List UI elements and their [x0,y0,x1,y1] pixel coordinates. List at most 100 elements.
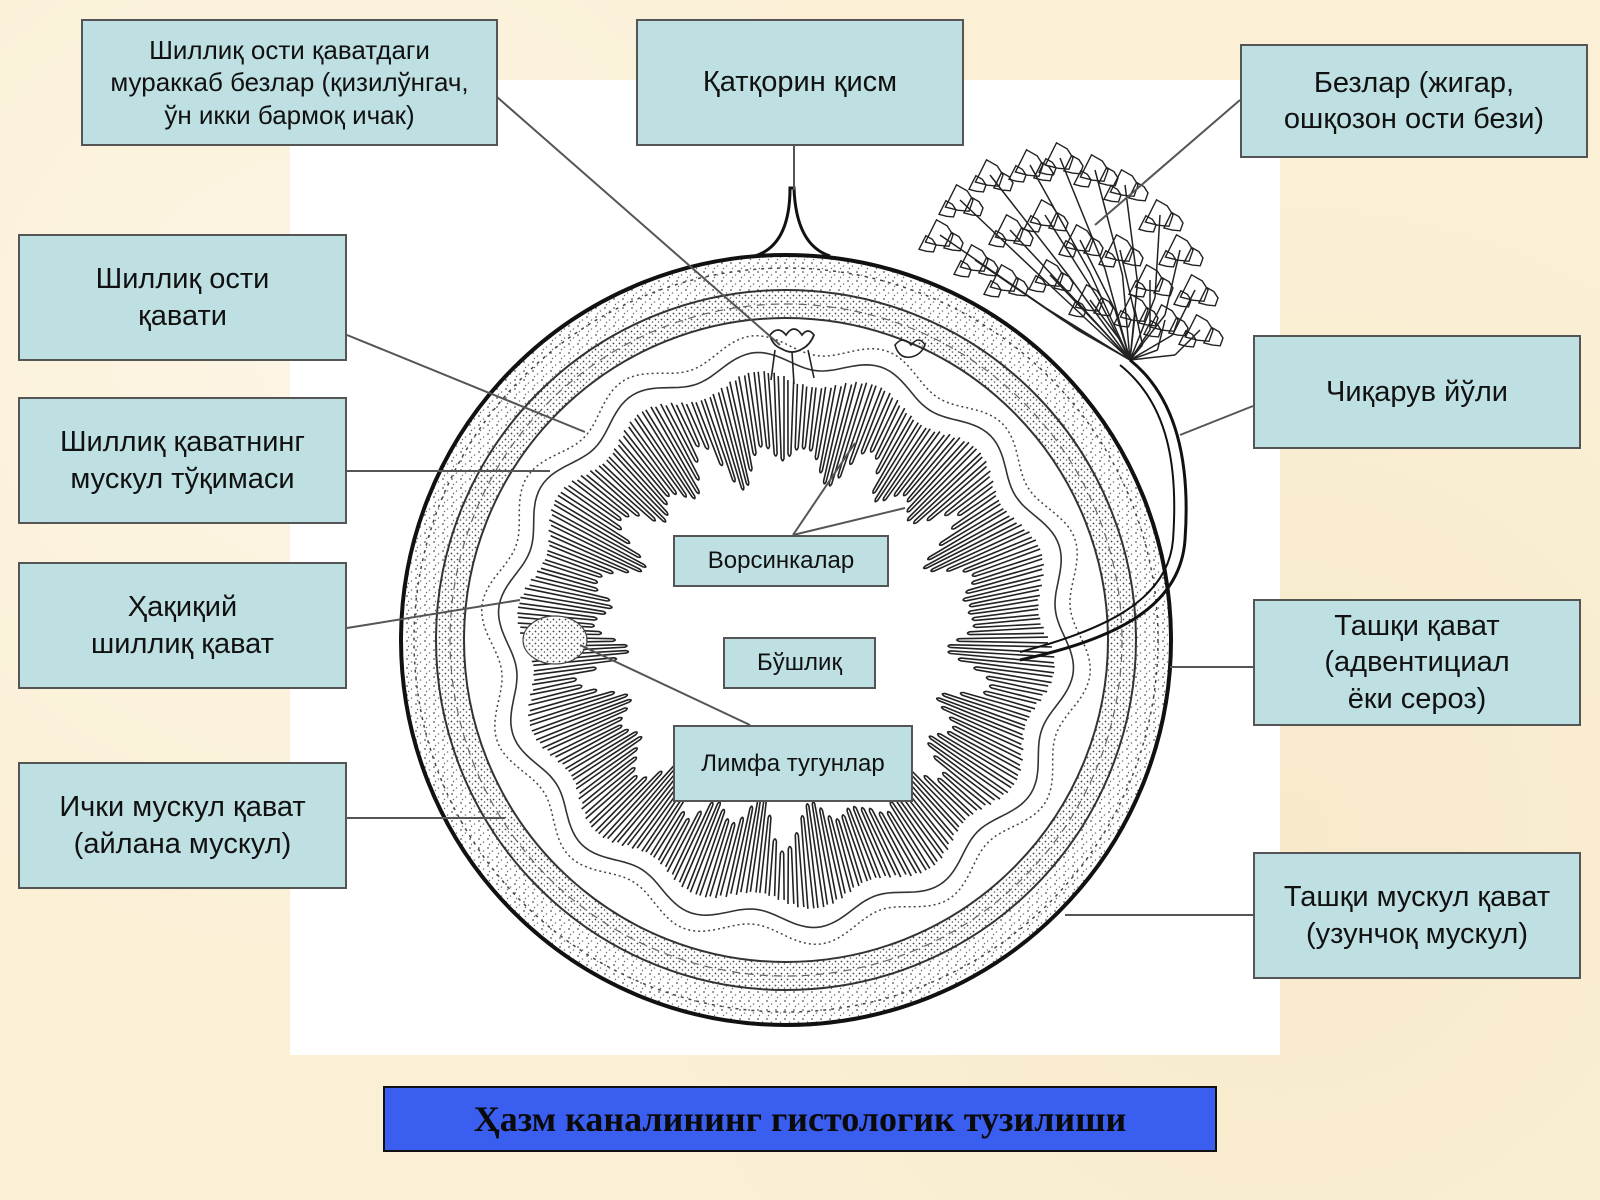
villus [947,643,1052,654]
gland-lobule [1104,233,1134,263]
excretory-duct-inner [1019,364,1176,653]
villus [520,626,603,636]
villus [594,465,657,522]
gland-lobule [1167,316,1189,337]
villus [554,494,631,545]
villus [860,390,891,455]
villus [985,675,1049,693]
adventitia-layer [399,253,1173,1027]
villus [878,811,918,877]
villus [967,598,1039,615]
gland-lobule [1127,279,1147,298]
villus [902,433,956,497]
gland-lobule [1182,246,1204,267]
gland-lobule [917,234,937,253]
diagram-title: Ҳазм каналининг гистологик тузилиши [383,1086,1217,1152]
gland-lobule [1179,273,1209,303]
villus [926,510,1010,561]
label-submucosa: Шиллиқ ости қавати [18,234,347,361]
villus [957,657,1055,674]
gland-lobule [942,231,964,252]
villus [519,596,607,616]
leader-mucosa [346,599,521,629]
villus [720,386,750,487]
gland-lobule [1184,313,1214,343]
villus [685,401,710,450]
villus [730,805,754,896]
villus [747,372,763,448]
villus [935,697,1025,736]
gland-branch [1129,354,1176,361]
villus [586,470,640,517]
villus [794,383,804,451]
mesentery-stalk [754,186,831,258]
villus [675,402,700,448]
gland-lobule [1137,214,1157,233]
villus [531,677,577,691]
villus [946,730,1022,777]
lymph-node [522,615,588,665]
villus [533,666,597,682]
gland-lobule [1079,153,1109,183]
villus [560,486,623,531]
leader-submucosa-glands [496,96,781,346]
gland-lobule [1172,289,1192,308]
villus [777,376,785,462]
villus [547,534,630,574]
villus [623,426,677,496]
villus [906,441,974,513]
gland-branch [1154,214,1161,298]
villus [808,387,823,452]
gland-branch [989,174,1071,278]
gland-lobule [962,196,984,217]
gland-lobule [992,171,1014,192]
gland-lobule [1122,246,1144,267]
gland-branch [1004,279,1078,331]
villus [944,475,994,517]
villus [962,578,1043,602]
villus [959,691,1032,718]
villus [927,742,1004,800]
gland-branch [1089,299,1121,341]
villus [550,503,642,559]
leader-submucosa [346,334,586,433]
label-glands: Безлар (жигар, ошқозон ости бези) [1240,44,1588,158]
villus [523,587,613,610]
villus [941,692,1028,727]
villus [889,801,936,869]
villus [529,693,629,732]
villus [544,553,603,578]
villus [835,818,860,888]
gland-branch [1156,319,1166,351]
gland-lobule [1157,249,1177,268]
villus [962,539,1039,573]
gland-lobule [1047,211,1069,232]
label-villi: Ворсинкалар [673,535,889,587]
villus [665,402,699,463]
villus [818,807,843,900]
leader-duct [1179,405,1254,436]
villi [517,371,1055,909]
villus [738,375,757,457]
gland-lobule [1037,157,1057,176]
villus [818,384,842,474]
villus [957,485,997,517]
gland-lobule [1007,276,1029,297]
gland-branch [1129,297,1156,361]
gland-lobule [1177,329,1197,348]
gland-lobule [1112,309,1132,328]
villus [528,688,598,712]
villus [517,616,595,628]
gland-lobule [974,158,1004,188]
villus [875,412,913,475]
villus [930,523,1025,573]
villus [581,767,636,815]
villus [602,459,667,523]
villus [673,801,714,883]
villus [529,578,611,602]
villus [852,805,887,879]
villus [882,428,936,502]
gland-branch [1121,274,1131,361]
villus [654,403,700,481]
villus [950,495,1000,530]
